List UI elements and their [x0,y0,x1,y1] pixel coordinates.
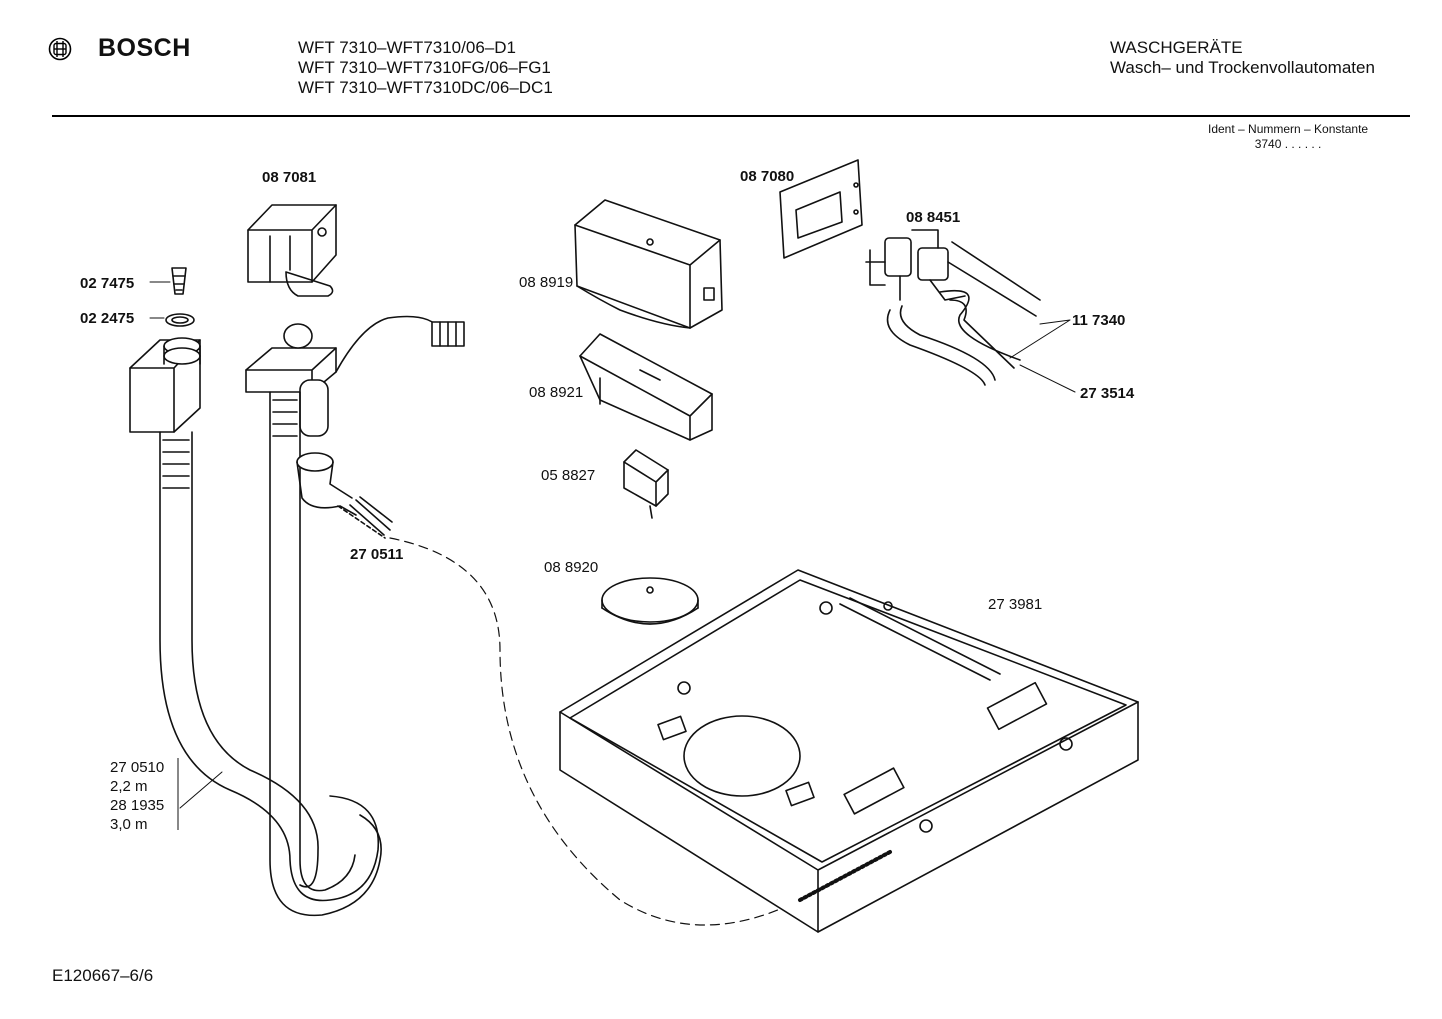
brand: BOSCH [48,34,191,63]
brand-name: BOSCH [98,34,191,62]
part-filter-027475 [171,267,187,295]
header-divider [52,115,1410,117]
category-subtitle: Wasch– und Trockenvollautomaten [1110,58,1375,77]
label-088451: 08 8451 [906,209,960,226]
hose-spec-line: 2,2 m [110,778,148,795]
hose-spec: 27 0510 2,2 m 28 1935 3,0 m [110,758,179,833]
part-plate-087080 [779,159,863,259]
hose-spec-line: 3,0 m [110,816,148,833]
ident-block: Ident – Nummern – Konstante 3740 . . . .… [1208,122,1368,152]
model-line: WFT 7310–WFT7310/06–D1 [298,38,516,57]
category: WASCHGERÄTE Wasch– und Trockenvollautoma… [1110,38,1375,78]
part-bracket-088921 [579,333,713,441]
part-hoses-117340 [886,241,1041,386]
label-270511: 27 0511 [350,546,403,563]
label-027475: 02 7475 [80,275,134,292]
ident-label: Ident – Nummern – Konstante [1208,122,1369,136]
doc-id: E120667–6/6 [52,966,154,985]
label-022475: 02 2475 [80,310,134,327]
label-087081: 08 7081 [262,169,316,186]
label-273981: 27 3981 [988,596,1042,613]
part-elbow-270511 [296,452,393,539]
model-line: WFT 7310–WFT7310DC/06–DC1 [298,78,553,97]
label-117340: 11 7340 [1072,312,1125,329]
part-valve-088451 [865,229,966,301]
ident-value: 3740 . . . . . . [1254,137,1322,151]
bosch-armature-icon [48,37,72,60]
part-housing-088919 [574,199,723,329]
model-line: WFT 7310–WFT7310FG/06–FG1 [298,58,551,77]
model-list: WFT 7310–WFT7310/06–D1 WFT 7310–WFT7310F… [298,38,553,98]
label-088921: 08 8921 [529,384,583,401]
label-087080: 08 7080 [740,168,794,185]
part-inlet-hose [129,337,380,902]
hose-spec-line: 28 1935 [110,797,164,814]
part-baseplate-273981 [559,569,1139,933]
category-title: WASCHGERÄTE [1110,38,1243,57]
hose-spec-line: 27 0510 [110,759,164,776]
leader-lines [149,281,1076,809]
label-058827: 05 8827 [541,467,595,484]
part-connector-058827 [623,449,669,519]
label-088919: 08 8919 [519,274,573,291]
label-088920: 08 8920 [544,559,598,576]
part-labels: 08 7081 02 7475 02 2475 27 0511 08 7080 … [80,168,1135,833]
part-knob-088920 [601,577,699,625]
part-cap-087081 [247,204,337,297]
label-273514: 27 3514 [1080,385,1135,402]
part-washer-022475 [165,313,195,327]
part-drain-hose [245,315,465,917]
